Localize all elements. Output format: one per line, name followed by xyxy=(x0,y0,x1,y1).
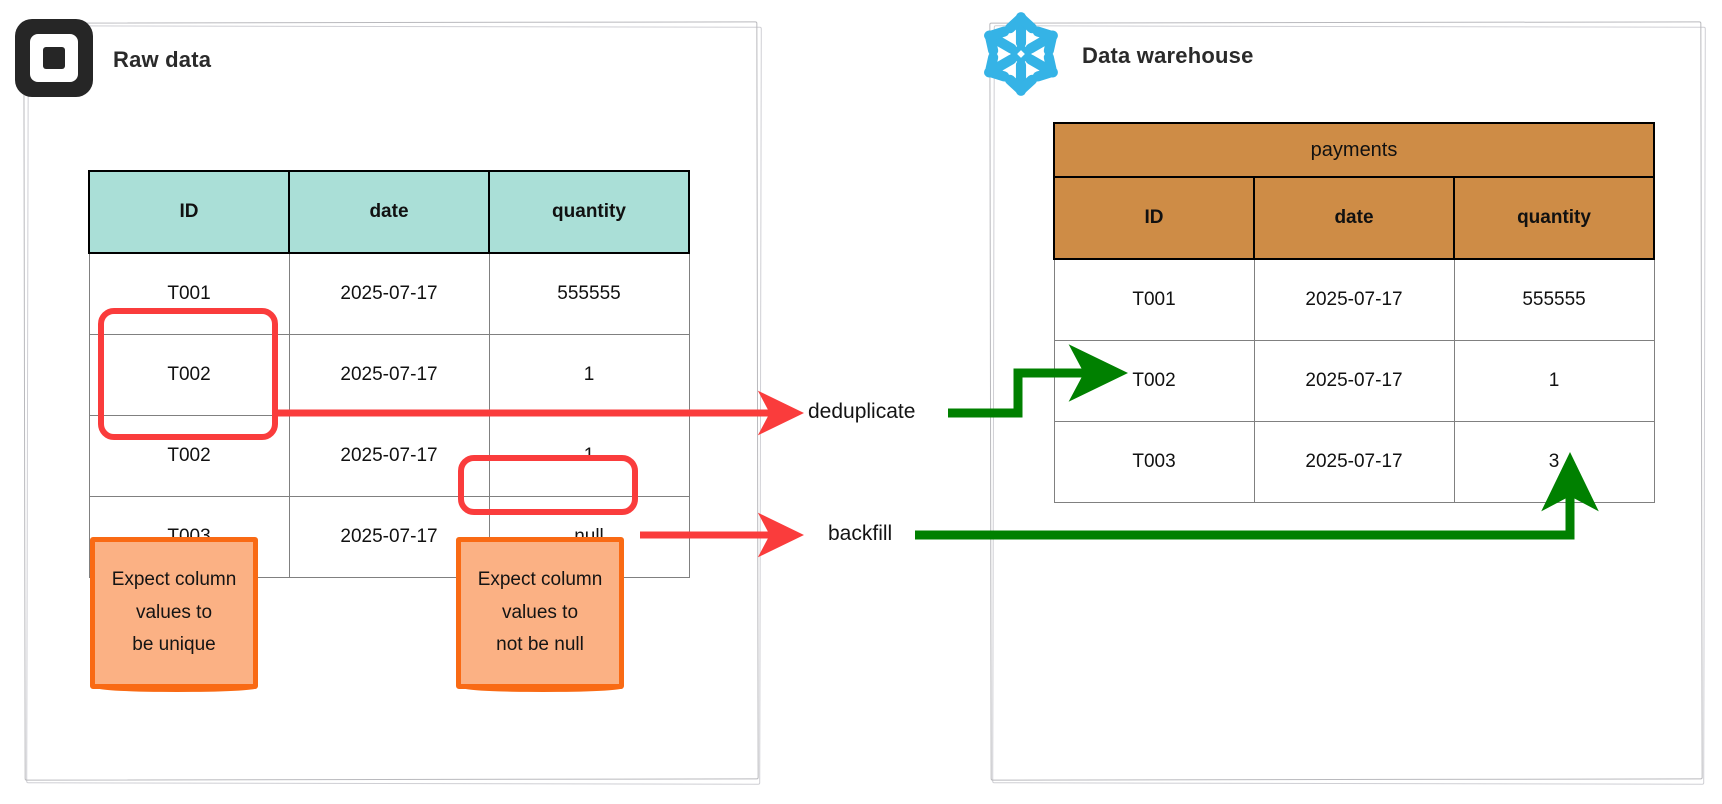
cell-date: 2025-07-17 xyxy=(288,496,490,578)
cell-id: T002 xyxy=(88,334,290,416)
cell-date: 2025-07-17 xyxy=(288,334,490,416)
cell-id: T002 xyxy=(1053,340,1255,422)
cell-date: 2025-07-17 xyxy=(288,415,490,497)
edge-label-backfill: backfill xyxy=(828,522,893,545)
table-title: payments xyxy=(1052,122,1656,178)
note-line: values to xyxy=(135,601,213,623)
cell-id: T002 xyxy=(88,415,290,497)
cell-date: 2025-07-17 xyxy=(1253,258,1455,341)
edge-label-deduplicate: deduplicate xyxy=(808,400,916,423)
cell-id: T001 xyxy=(1053,258,1255,341)
table-row: T002 2025-07-17 1 xyxy=(88,334,690,416)
column-header-id: ID xyxy=(88,170,290,254)
cell-date: 2025-07-17 xyxy=(1253,421,1455,503)
table-row: T003 2025-07-17 3 xyxy=(1053,421,1655,503)
table-row: T002 2025-07-17 1 xyxy=(1053,340,1655,422)
cell-date: 2025-07-17 xyxy=(288,252,490,335)
table-title-row: payments xyxy=(1052,122,1656,178)
square-logo-glyph xyxy=(15,19,93,97)
note-unique-values: Expect column values to be unique xyxy=(90,537,258,692)
column-header-id: ID xyxy=(1053,176,1255,260)
cell-quantity: 1 xyxy=(488,415,690,497)
table-header-row: ID date quantity xyxy=(1053,176,1656,260)
note-line: values to xyxy=(501,601,579,623)
cell-quantity: 555555 xyxy=(488,252,690,335)
table-row: T002 2025-07-17 1 xyxy=(88,415,690,497)
table-row: T001 2025-07-17 555555 xyxy=(1053,258,1655,341)
cell-id: T003 xyxy=(1053,421,1255,503)
note-line: not be null xyxy=(496,634,584,656)
page-title-raw-data: Raw data xyxy=(113,47,212,72)
cell-quantity: 1 xyxy=(488,334,690,416)
cell-quantity: 555555 xyxy=(1453,258,1655,341)
table-row: T001 2025-07-17 555555 xyxy=(88,252,690,335)
column-header-quantity: quantity xyxy=(488,170,690,254)
note-line: Expect column xyxy=(111,568,237,590)
note-line: be unique xyxy=(132,634,216,656)
column-header-date: date xyxy=(1253,176,1455,260)
column-header-date: date xyxy=(288,170,490,254)
cell-date: 2025-07-17 xyxy=(1253,340,1455,422)
warehouse-payments-table: payments ID date quantity T001 2025-07-1… xyxy=(1052,122,1656,503)
snowflake-logo xyxy=(975,8,1067,100)
cell-quantity: 1 xyxy=(1453,340,1655,422)
cell-quantity: 3 xyxy=(1453,421,1655,503)
table-header-row: ID date quantity xyxy=(88,170,690,254)
cell-id: T001 xyxy=(88,252,290,335)
column-header-quantity: quantity xyxy=(1452,176,1656,260)
note-not-null-values: Expect column values to not be null xyxy=(456,537,624,692)
snowflake-logo-glyph xyxy=(984,12,1058,96)
page-title-data-warehouse: Data warehouse xyxy=(1082,43,1254,68)
raw-data-table: ID date quantity T001 2025-07-17 555555 … xyxy=(88,170,690,578)
note-line: Expect column xyxy=(477,568,603,590)
square-logo xyxy=(14,18,94,98)
